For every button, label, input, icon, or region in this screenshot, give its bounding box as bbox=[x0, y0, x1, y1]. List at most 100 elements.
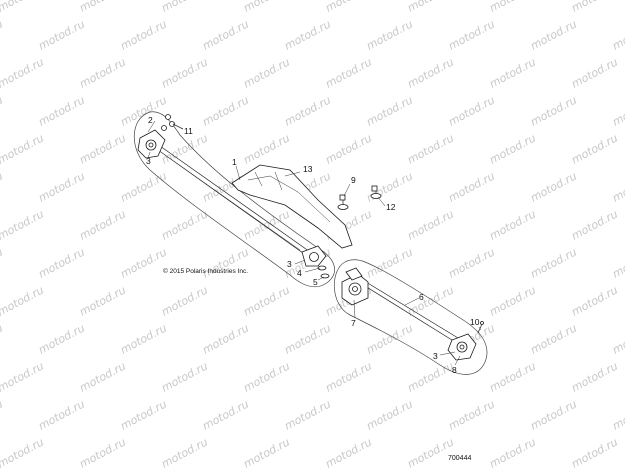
watermark-text: motod.ru bbox=[241, 207, 292, 242]
watermark-text: motod.ru bbox=[241, 283, 292, 318]
front-prop-shaft bbox=[157, 145, 314, 259]
carrier-bearing bbox=[341, 267, 369, 306]
watermark-text: motod.ru bbox=[77, 283, 128, 318]
front-shaft-group-outline bbox=[133, 111, 335, 288]
callout-2: 2 bbox=[148, 115, 153, 125]
watermark-text: motod.ru bbox=[569, 359, 620, 394]
watermark-text: motod.ru bbox=[159, 359, 210, 394]
watermark-text: motod.ru bbox=[77, 131, 128, 166]
bolt-9 bbox=[337, 194, 349, 210]
watermark-text: motod.ru bbox=[405, 0, 456, 15]
watermark-text: motod.ru bbox=[610, 321, 625, 356]
watermark-text: motod.ru bbox=[610, 397, 625, 432]
callout-1: 1 bbox=[232, 157, 237, 167]
callout-12: 12 bbox=[386, 202, 396, 212]
watermark-text: motod.ru bbox=[159, 131, 210, 166]
watermark-text: motod.ru bbox=[569, 55, 620, 90]
watermark-text: motod.ru bbox=[241, 131, 292, 166]
bolts-11 bbox=[161, 114, 184, 131]
watermark-text: motod.ru bbox=[364, 245, 415, 280]
watermark-text: motod.ru bbox=[569, 283, 620, 318]
callout-6: 6 bbox=[419, 292, 424, 302]
watermark-text: motod.ru bbox=[446, 17, 497, 52]
watermark-text: motod.ru bbox=[0, 17, 5, 52]
callout-4: 4 bbox=[297, 268, 302, 278]
callout-3: 3 bbox=[146, 156, 151, 166]
watermark-text: motod.ru bbox=[200, 17, 251, 52]
watermark-text: motod.ru bbox=[446, 245, 497, 280]
watermark-text: motod.ru bbox=[610, 17, 625, 52]
watermark-text: motod.ru bbox=[405, 55, 456, 90]
watermark-text: motod.ru bbox=[36, 245, 87, 280]
watermark-text: motod.ru bbox=[241, 0, 292, 15]
watermark-text: motod.ru bbox=[610, 93, 625, 128]
watermark-text: motod.ru bbox=[610, 245, 625, 280]
watermark-text: motod.ru bbox=[118, 245, 169, 280]
watermark-text: motod.ru bbox=[36, 397, 87, 432]
watermark-text: motod.ru bbox=[241, 435, 292, 468]
watermark-text: motod.ru bbox=[77, 207, 128, 242]
leader-lines bbox=[147, 120, 482, 366]
watermark-text: motod.ru bbox=[446, 169, 497, 204]
watermark-text: motod.ru bbox=[0, 397, 5, 432]
figure-number: 700444 bbox=[448, 455, 471, 462]
watermark-text: motod.ru bbox=[282, 321, 333, 356]
watermark-text: motod.ru bbox=[36, 321, 87, 356]
watermark-text: motod.ru bbox=[487, 131, 538, 166]
copyright-notice: © 2015 Polaris Industries Inc. bbox=[163, 267, 248, 275]
watermark-text: motod.ru bbox=[446, 397, 497, 432]
watermark-text: motod.ru bbox=[0, 55, 46, 90]
watermark-text: motod.ru bbox=[36, 17, 87, 52]
watermark-text: motod.ru bbox=[487, 359, 538, 394]
watermark-text: motod.ru bbox=[569, 435, 620, 468]
watermark-text: motod.ru bbox=[118, 169, 169, 204]
watermark-text: motod.ru bbox=[528, 321, 579, 356]
callout-8: 8 bbox=[452, 365, 457, 375]
watermark-text: motod.ru bbox=[610, 169, 625, 204]
watermark-text: motod.ru bbox=[118, 17, 169, 52]
watermark-text: motod.ru bbox=[36, 169, 87, 204]
watermark-text: motod.ru bbox=[159, 207, 210, 242]
watermark-text: motod.ru bbox=[77, 55, 128, 90]
rear-shaft-group-outline bbox=[333, 259, 488, 375]
watermark-text: motod.ru bbox=[118, 321, 169, 356]
watermark-text: motod.ru bbox=[569, 207, 620, 242]
watermark-text: motod.ru bbox=[0, 283, 46, 318]
watermark-text: motod.ru bbox=[282, 397, 333, 432]
watermark-text: motod.ru bbox=[528, 93, 579, 128]
watermark-text: motod.ru bbox=[405, 131, 456, 166]
callout-13: 13 bbox=[303, 164, 313, 174]
rear-prop-shaft bbox=[364, 281, 464, 346]
watermark-text: motod.ru bbox=[487, 207, 538, 242]
watermark-text: motod.ru bbox=[77, 359, 128, 394]
watermark-text: motod.ru bbox=[159, 0, 210, 15]
callout-9: 9 bbox=[351, 175, 356, 185]
rear-yoke bbox=[447, 333, 477, 361]
watermark-text: motod.ru bbox=[0, 435, 46, 468]
watermark-text: motod.ru bbox=[77, 0, 128, 15]
watermark-text: motod.ru bbox=[282, 17, 333, 52]
watermark-text: motod.ru bbox=[487, 0, 538, 15]
watermark-text: motod.ru bbox=[364, 93, 415, 128]
front-u-joint-lower bbox=[301, 245, 330, 279]
callout-11: 11 bbox=[184, 126, 193, 136]
watermark-text: motod.ru bbox=[323, 131, 374, 166]
watermark-text: motod.ru bbox=[405, 359, 456, 394]
watermark-text: motod.ru bbox=[364, 397, 415, 432]
watermark-text: motod.ru bbox=[405, 435, 456, 468]
watermark-text: motod.ru bbox=[0, 93, 5, 128]
watermark-text: motod.ru bbox=[487, 283, 538, 318]
watermark-text: motod.ru bbox=[0, 321, 5, 356]
watermark-text: motod.ru bbox=[528, 245, 579, 280]
driveshaft-cover bbox=[231, 164, 353, 249]
watermark-text: motod.ru bbox=[528, 169, 579, 204]
watermark-text: motod.ru bbox=[118, 397, 169, 432]
watermark-text: motod.ru bbox=[0, 0, 46, 15]
callout-7: 7 bbox=[351, 318, 356, 328]
watermark-text: motod.ru bbox=[159, 55, 210, 90]
front-yoke-upper bbox=[137, 129, 166, 159]
watermark-text: motod.ru bbox=[364, 321, 415, 356]
watermark-text: motod.ru bbox=[200, 397, 251, 432]
watermark-text: motod.ru bbox=[487, 435, 538, 468]
